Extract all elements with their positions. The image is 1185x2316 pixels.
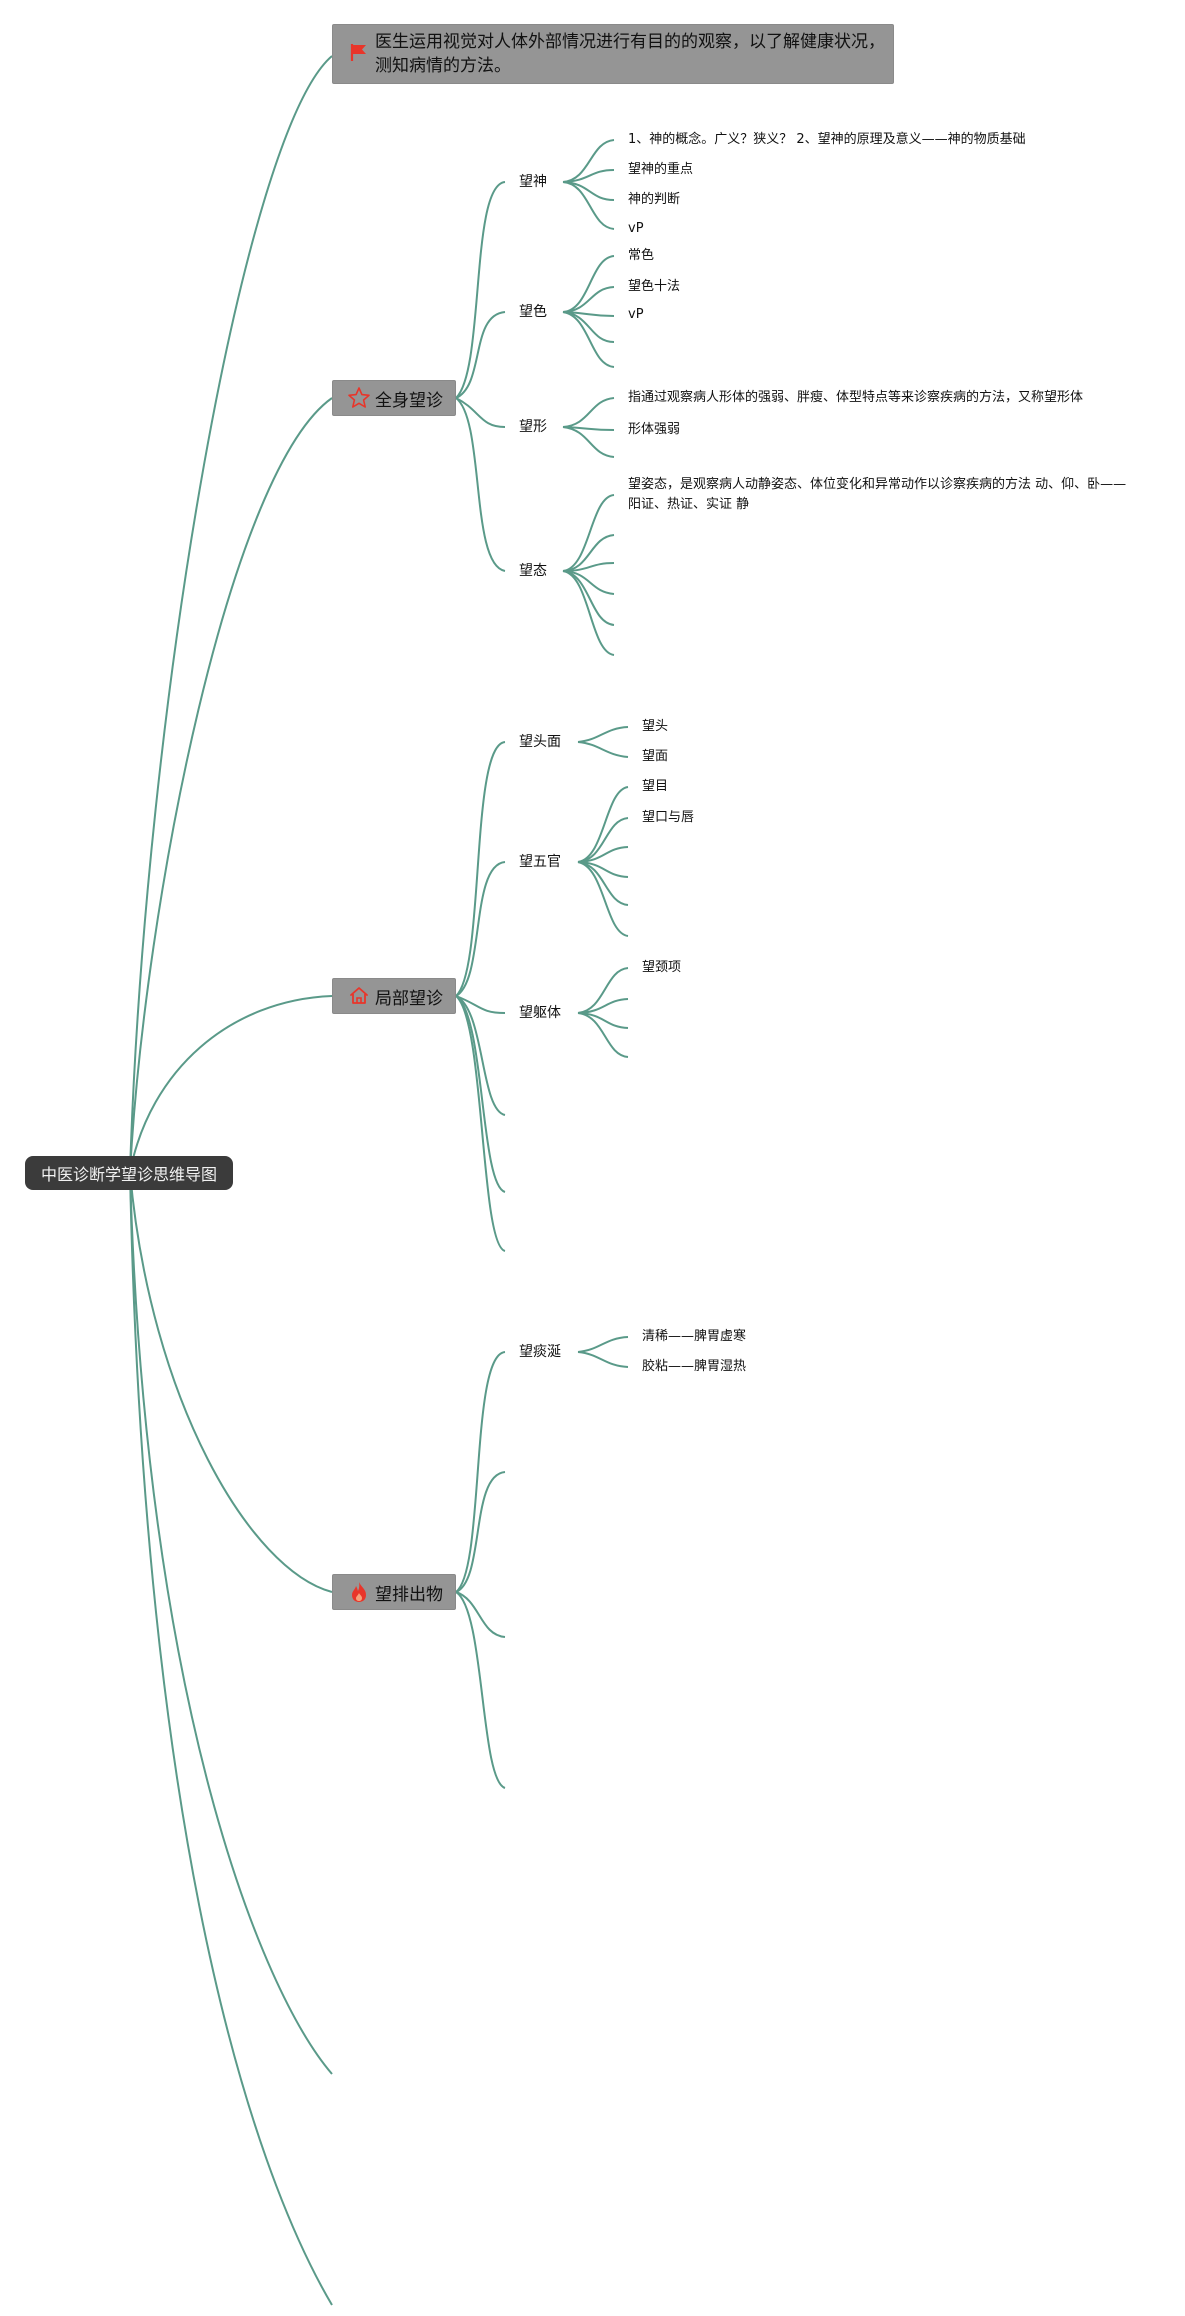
wangtai-label: 望态	[519, 563, 547, 579]
sub-wangse[interactable]: 望色	[519, 302, 547, 322]
wangshen-label: 望神	[519, 174, 547, 190]
link-quanshen-wangshen	[455, 181, 506, 399]
link-root-paichu	[129, 1171, 333, 1593]
sub-wangtanxian[interactable]: 望痰涎	[519, 1342, 561, 1362]
wangse-label: 望色	[519, 304, 547, 320]
link-wangshen-4	[562, 181, 615, 230]
leaf-qingxi[interactable]: 清稀——脾胃虚寒	[642, 1329, 747, 1344]
sub-wangshen[interactable]: 望神	[519, 172, 547, 192]
leaf-wangshen-judge[interactable]: 神的判断	[628, 192, 681, 207]
star-icon	[347, 386, 371, 410]
sub-wangwuguan[interactable]: 望五官	[519, 852, 561, 872]
fire-icon	[347, 1580, 371, 1604]
quanshen-label: 全身望诊	[375, 390, 443, 411]
leaf-wangmian[interactable]: 望面	[642, 749, 669, 764]
leaf-wangjingxiang[interactable]: 望颈项	[642, 960, 682, 975]
leaf-wangshen-vp[interactable]: vP	[628, 221, 644, 236]
link-quanshen-wangse	[455, 311, 506, 399]
leaf-wangmu[interactable]: 望目	[642, 779, 669, 794]
link-wangtanxian-1	[577, 1336, 629, 1353]
leaf-wangse-vp[interactable]: vP	[628, 307, 644, 322]
link-wangtanxian-2	[577, 1351, 629, 1368]
link-wangtoumian-2	[577, 741, 629, 758]
link-jubu-empty-2	[455, 995, 506, 1193]
leaf-wangkou[interactable]: 望口与唇	[642, 810, 695, 825]
link-paichu-empty-3	[455, 1591, 506, 1789]
jubu-node[interactable]: 局部望诊	[332, 978, 456, 1014]
paichu-label: 望排出物	[375, 1584, 443, 1605]
link-jubu-empty-1	[455, 995, 506, 1116]
link-paichu-empty-1	[455, 1471, 506, 1593]
link-wangwuguan-3	[577, 846, 629, 863]
link-wangqu-1	[577, 967, 629, 1014]
leaf-wangxing-def[interactable]: 指通过观察病人形体的强弱、胖瘦、体型特点等来诊察疾病的方法，又称望形体	[628, 390, 1084, 405]
link-jubu-empty-3	[455, 995, 506, 1252]
link-quanshen-wangxing	[455, 397, 506, 428]
sub-wangtoumian[interactable]: 望头面	[519, 732, 561, 752]
wangxing-label: 望形	[519, 419, 547, 435]
leaf-wangxing-strength[interactable]: 形体强弱	[628, 422, 681, 437]
house-icon	[347, 984, 371, 1008]
leaf-wangshen-focus[interactable]: 望神的重点	[628, 162, 694, 177]
link-jubu-wangwuguan	[455, 861, 506, 997]
paichu-node[interactable]: 望排出物	[332, 1574, 456, 1610]
leaf-wangtai-def[interactable]: 望姿态，是观察病人动静姿态、体位变化和异常动作以诊察疾病的方法 动、仰、卧——阳…	[628, 477, 1127, 512]
link-quanshen-wangtai	[455, 397, 506, 572]
link-wangwuguan-2	[577, 817, 629, 863]
flag-icon	[347, 40, 371, 64]
link-root-intro	[129, 55, 333, 1173]
link-wangse-5	[562, 311, 615, 368]
quanshen-node[interactable]: 全身望诊	[332, 380, 456, 416]
link-wangxing-1	[562, 397, 615, 428]
link-wangxing-3	[562, 426, 615, 458]
link-paichu-empty-2	[455, 1591, 506, 1638]
jubu-label: 局部望诊	[375, 988, 443, 1009]
leaf-wangshen-concept[interactable]: 1、神的概念。广义？狭义？ 2、望神的原理及意义——神的物质基础	[628, 132, 1026, 147]
link-wangshen-1	[562, 139, 615, 183]
wangtanxian-label: 望痰涎	[519, 1344, 561, 1360]
wangwuguan-label: 望五官	[519, 854, 561, 870]
link-wangtai-2	[562, 534, 615, 572]
root-node[interactable]: 中医诊断学望诊思维导图	[25, 1156, 233, 1190]
link-wangqu-2	[577, 998, 629, 1014]
sub-wangtai[interactable]: 望态	[519, 561, 547, 581]
link-wangwuguan-6	[577, 861, 629, 937]
leaf-wangse-normal[interactable]: 常色	[628, 248, 655, 263]
sub-wangxing[interactable]: 望形	[519, 417, 547, 437]
link-wangse-1	[562, 255, 615, 313]
sub-wangqu[interactable]: 望躯体	[519, 1003, 561, 1023]
link-root-quanshen	[129, 397, 333, 1173]
link-jubu-wangtoumian	[455, 741, 506, 997]
intro-text: 医生运用视觉对人体外部情况进行有目的的观察，以了解健康状况，测知病情的方法。	[375, 32, 885, 76]
link-wangwuguan-5	[577, 861, 629, 906]
link-wangwuguan-1	[577, 786, 629, 863]
leaf-jiaozhan[interactable]: 胶粘——脾胃湿热	[642, 1359, 747, 1374]
link-wangshen-2	[562, 169, 615, 183]
link-wangtai-6	[562, 570, 615, 656]
link-jubu-wangqu	[455, 995, 506, 1014]
link-wangse-2	[562, 286, 615, 313]
link-paichu-wangtanxian	[455, 1351, 506, 1593]
root-label: 中医诊断学望诊思维导图	[40, 1165, 217, 1184]
link-root-empty-2	[129, 1171, 333, 2306]
link-wangtai-5	[562, 570, 615, 626]
link-wangtai-1	[562, 494, 615, 572]
link-root-empty-1	[129, 1171, 333, 2075]
wangqu-label: 望躯体	[519, 1005, 561, 1021]
leaf-wangtou[interactable]: 望头	[642, 719, 669, 734]
leaf-wangse-ten[interactable]: 望色十法	[628, 279, 681, 294]
intro-node[interactable]: 医生运用视觉对人体外部情况进行有目的的观察，以了解健康状况，测知病情的方法。	[332, 24, 894, 84]
wangtoumian-label: 望头面	[519, 734, 561, 750]
link-root-jubu	[129, 995, 333, 1173]
link-wangqu-4	[577, 1012, 629, 1058]
link-wangtoumian-1	[577, 726, 629, 743]
